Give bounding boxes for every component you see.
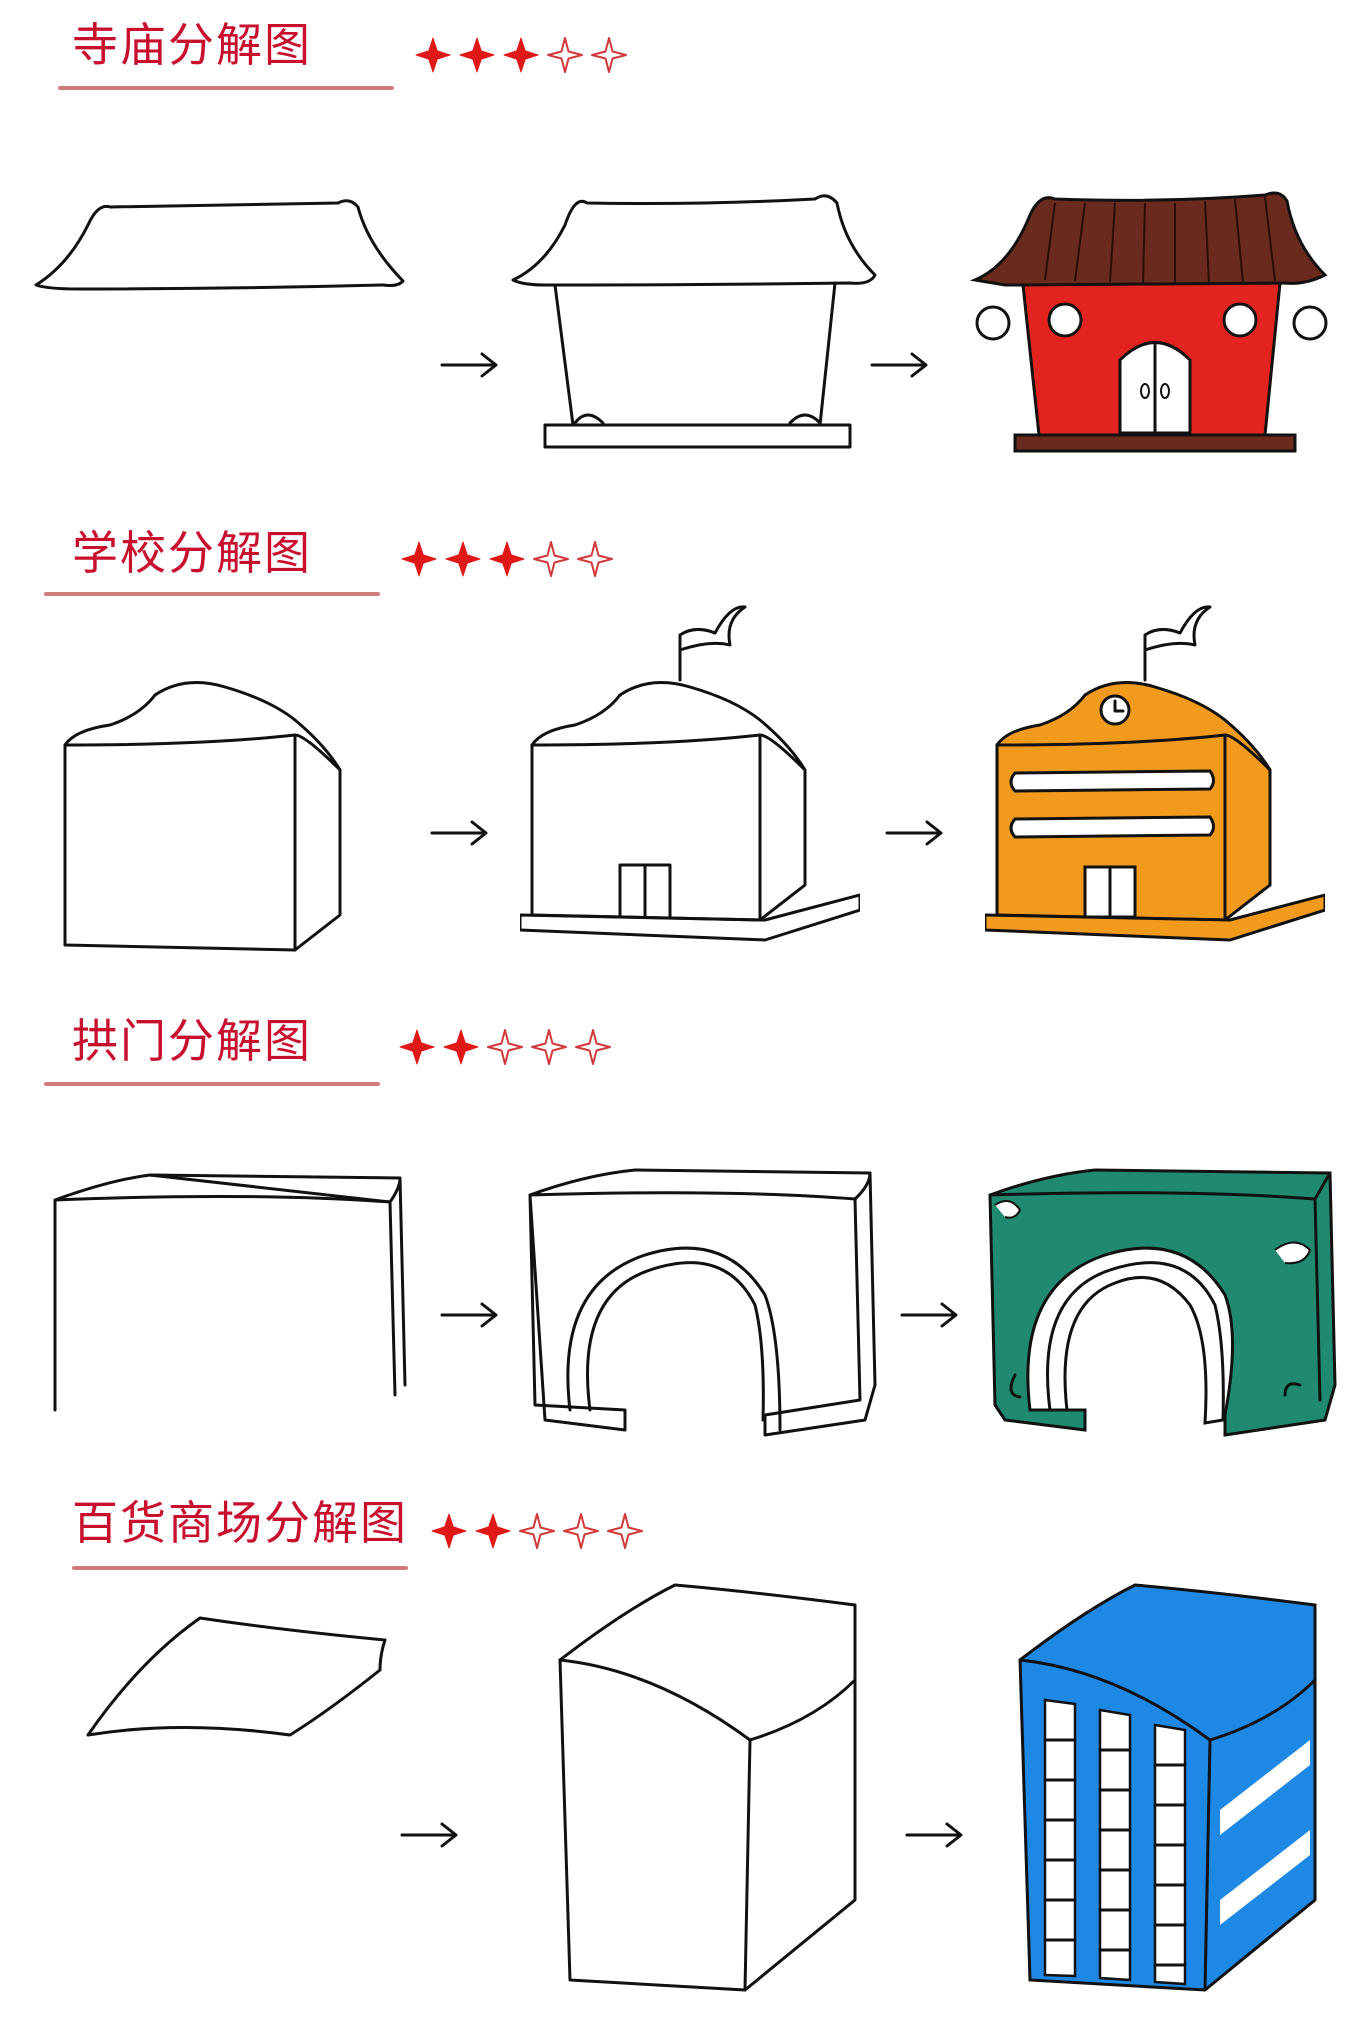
arrow-right-icon [440,350,500,384]
filled-star-icon [489,541,525,577]
temple-step-2 [505,185,885,465]
filled-star-icon [443,1029,479,1065]
arrow-right-icon [870,350,930,384]
title-underline [44,1082,380,1086]
outline-star-icon [519,1513,555,1549]
school-section: 学校分解图 [0,500,1358,1000]
school-step-1 [55,675,395,975]
mall-step-2 [555,1580,865,2000]
outline-star-icon [533,541,569,577]
section-title: 寺庙分解图 [72,18,312,72]
filled-star-icon [445,541,481,577]
arrow-right-icon [900,1300,960,1334]
temple-step-3 [965,185,1335,475]
arch-step-2 [525,1165,885,1455]
section-title: 学校分解图 [72,526,312,580]
outline-star-icon [577,541,613,577]
filled-star-icon [415,37,451,73]
filled-star-icon [459,37,495,73]
school-step-2 [520,595,860,975]
mall-section: 百货商场分解图 [0,1480,1358,2036]
filled-star-icon [475,1513,511,1549]
arch-section: 拱门分解图 [0,1000,1358,1480]
filled-star-icon [431,1513,467,1549]
arrow-right-icon [885,818,945,852]
difficulty-rating [400,540,614,578]
outline-star-icon [575,1029,611,1065]
outline-star-icon [591,37,627,73]
title-underline [72,1566,408,1570]
arch-step-3 [985,1165,1345,1455]
outline-star-icon [607,1513,643,1549]
arrow-right-icon [905,1820,965,1854]
temple-step-1 [28,185,408,315]
arch-step-1 [50,1170,420,1440]
section-title: 拱门分解图 [72,1014,312,1068]
title-underline [44,592,380,596]
outline-star-icon [531,1029,567,1065]
difficulty-rating [414,36,628,74]
mall-step-1 [80,1600,400,1750]
difficulty-rating [430,1512,644,1550]
temple-section: 寺庙分解图 [0,0,1358,500]
outline-star-icon [547,37,583,73]
outline-star-icon [487,1029,523,1065]
title-underline [58,86,394,90]
filled-star-icon [503,37,539,73]
section-title: 百货商场分解图 [72,1496,408,1550]
arrow-right-icon [430,818,490,852]
filled-star-icon [401,541,437,577]
mall-step-3 [1015,1580,1325,2000]
filled-star-icon [399,1029,435,1065]
difficulty-rating [398,1028,612,1066]
arrow-right-icon [440,1300,500,1334]
school-step-3 [985,595,1325,975]
arrow-right-icon [400,1820,460,1854]
outline-star-icon [563,1513,599,1549]
